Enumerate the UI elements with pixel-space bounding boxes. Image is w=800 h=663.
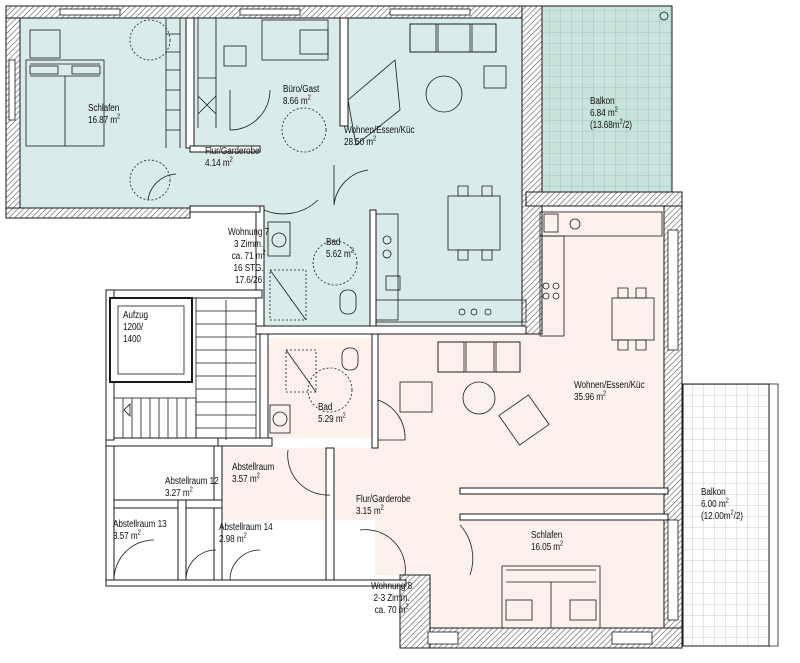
area-unit: 2 bbox=[560, 540, 564, 548]
room-label-abstellraum-13: Abstellraum 13 3.57 m2 bbox=[113, 519, 167, 543]
room-area: 35.96 m bbox=[574, 392, 604, 403]
room-area: 3.15 m bbox=[356, 506, 381, 517]
room-area: 6.84 m bbox=[590, 108, 615, 119]
room-area: 5.62 m bbox=[326, 249, 351, 260]
area-unit: 2 bbox=[243, 532, 247, 540]
room-name: Abstellraum 12 bbox=[165, 476, 219, 487]
area-unit: 2 bbox=[229, 156, 233, 164]
doors bbox=[113, 89, 474, 581]
room-area: 16.05 m bbox=[531, 542, 561, 553]
room-label-buero: Büro/Gast 8.66 m2 bbox=[283, 84, 319, 108]
room-name: Schlafen bbox=[531, 530, 563, 541]
room-note: (12.00m bbox=[701, 511, 731, 522]
room-label-abstellraum-14: Abstellraum 14 2.98 m2 bbox=[219, 522, 273, 546]
elevator-width: 1200/ bbox=[123, 322, 144, 333]
unit-name: Wohnung 7 bbox=[228, 227, 270, 238]
room-label-balkon-unit8: Balkon 6.00 m2 (12.00m2/2) bbox=[701, 487, 743, 522]
unit-label-wohnung7: Wohnung 7 3 Zimm. ca. 71 m2 16 STG. 17.6… bbox=[228, 227, 270, 286]
room-note: (13.68m bbox=[590, 120, 620, 131]
windows bbox=[8, 8, 679, 645]
area-unit: 2 bbox=[614, 106, 618, 114]
room-area: 3.57 m bbox=[113, 531, 138, 542]
area-unit: 2 bbox=[256, 472, 260, 480]
unit-name: Wohnung 8 bbox=[371, 581, 413, 592]
area-unit: 2 bbox=[307, 94, 311, 102]
area-unit: 2 bbox=[117, 113, 121, 121]
unit-rooms: 3 Zimm. bbox=[234, 239, 264, 250]
room-area: 16.87 m bbox=[88, 115, 118, 126]
area-unit: 2 bbox=[380, 504, 384, 512]
area-unit: 2 bbox=[137, 529, 141, 537]
staircase bbox=[113, 297, 257, 440]
room-area: 2.98 m bbox=[219, 534, 244, 545]
room-name: Abstellraum 14 bbox=[219, 522, 273, 533]
unit-rooms: 2-3 Zimm. bbox=[373, 593, 410, 604]
room-label-balkon-unit7: Balkon 6.84 m2 (13.68m2/2) bbox=[590, 96, 632, 131]
area-unit: 2 bbox=[373, 135, 377, 143]
room-label-wohnen-unit8: Wohnen/Essen/Küc 35.96 m2 bbox=[574, 380, 645, 404]
area-unit: 2 bbox=[189, 486, 193, 494]
room-label-bad-unit7: Bad 5.62 m2 bbox=[326, 237, 354, 261]
unit-label-wohnung8: Wohnung 8 2-3 Zimm. ca. 70 m2 bbox=[371, 581, 413, 616]
elevator-label: Aufzug 1200/ 1400 bbox=[123, 310, 148, 346]
area-unit: 2 bbox=[603, 390, 607, 398]
elevator-shaft bbox=[109, 297, 193, 383]
elevator-name: Aufzug bbox=[123, 310, 149, 321]
furniture-unit7 bbox=[25, 18, 527, 323]
room-name: Wohnen/Essen/Küc bbox=[574, 380, 645, 391]
area-unit: 2 bbox=[725, 497, 729, 505]
room-name: Flur/Garderobe bbox=[356, 494, 411, 505]
area-unit: 2 bbox=[350, 247, 354, 255]
room-area: 8.66 m bbox=[283, 96, 308, 107]
stairs-ratio: 17.6/26 bbox=[235, 275, 262, 286]
room-area: 4.14 m bbox=[205, 158, 230, 169]
room-name: Wohnen/Essen/Küc bbox=[344, 125, 415, 136]
room-name: Abstellraum bbox=[232, 462, 275, 473]
unit-area: ca. 71 m bbox=[231, 251, 263, 262]
room-name: Büro/Gast bbox=[283, 84, 320, 95]
stairs-count: 16 STG. bbox=[233, 263, 264, 274]
elevator-depth: 1400 bbox=[123, 334, 141, 345]
room-label-schlafen-unit7: Schlafen 16.87 m2 bbox=[88, 103, 120, 127]
room-area: 3.27 m bbox=[165, 488, 190, 499]
balcony-unit7 bbox=[541, 5, 673, 193]
room-name: Bad bbox=[318, 402, 333, 413]
room-name: Flur/Garderobe bbox=[205, 146, 260, 157]
room-label-flur-unit7: Flur/Garderobe 4.14 m2 bbox=[205, 146, 260, 170]
balcony-details bbox=[659, 11, 779, 647]
room-name: Balkon bbox=[590, 96, 615, 107]
room-label-wohnen-unit7: Wohnen/Essen/Küc 28.50 m2 bbox=[344, 125, 415, 149]
furniture-unit8 bbox=[269, 211, 664, 629]
room-name: Bad bbox=[326, 237, 341, 248]
balcony-unit8 bbox=[682, 383, 770, 647]
room-area: 6.00 m bbox=[701, 499, 726, 510]
room-name: Schlafen bbox=[88, 103, 120, 114]
room-area: 28.50 m bbox=[344, 137, 374, 148]
area-unit: 2 bbox=[342, 412, 346, 420]
unit7-floor bbox=[18, 18, 522, 328]
room-name: Abstellraum 13 bbox=[113, 519, 167, 530]
room-label-abstellraum-12: Abstellraum 12 3.27 m2 bbox=[165, 476, 219, 500]
unit-area: ca. 70 m bbox=[374, 605, 406, 616]
room-label-flur-unit8: Flur/Garderobe 3.15 m2 bbox=[356, 494, 411, 518]
room-area: 5.29 m bbox=[318, 414, 343, 425]
room-label-schlafen-unit8: Schlafen 16.05 m2 bbox=[531, 530, 563, 554]
room-name: Balkon bbox=[701, 487, 726, 498]
room-area: 3.57 m bbox=[232, 474, 257, 485]
room-label-bad-unit8: Bad 5.29 m2 bbox=[318, 402, 346, 426]
room-label-abstellraum-unit8: Abstellraum 3.57 m2 bbox=[232, 462, 274, 486]
